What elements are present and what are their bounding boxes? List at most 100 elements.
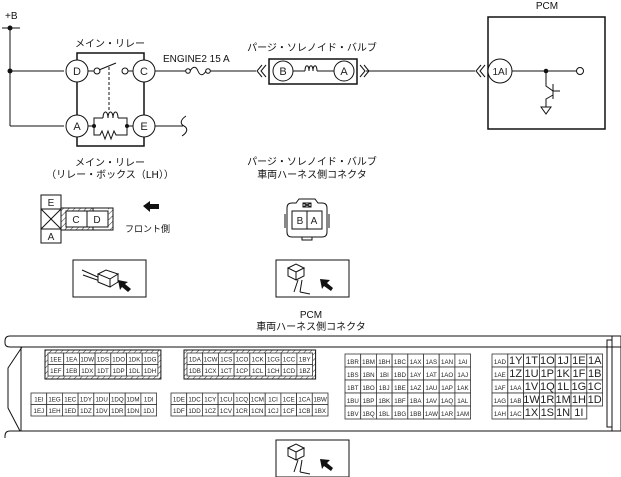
supply-label: +B	[5, 11, 18, 22]
pin-label: 1CA	[298, 397, 311, 404]
pin-label: 1CT	[220, 368, 232, 375]
pin-label: 1DX	[81, 368, 93, 375]
pin-label: 1CH	[267, 368, 279, 375]
pin-label: 1EB	[66, 368, 78, 375]
pin-label: 1DM	[127, 397, 140, 404]
pin-label: 1ED	[64, 408, 77, 415]
pin-cell	[140, 404, 157, 417]
connector-view-icon	[72, 259, 147, 298]
pin-label: 1BJ	[379, 385, 390, 392]
pin-label: 1AK	[457, 385, 470, 392]
pin-label: 1G	[572, 381, 587, 393]
pin-label: 1DO	[112, 357, 125, 364]
pin-label: 1C	[588, 381, 602, 393]
pin-label: 1N	[556, 407, 570, 419]
relay-conn-a: A	[48, 232, 55, 243]
pin-label: 1CM	[251, 397, 264, 404]
connector-view-icon	[275, 259, 350, 298]
pin-label: 1EC	[64, 397, 77, 404]
supply-node: +B	[2, 11, 64, 127]
pin-label: 1AT	[426, 372, 437, 379]
pin-label: 1AN	[441, 359, 453, 366]
main-relay-caption-2: （リレー・ボックス（LH））	[46, 169, 174, 181]
pin-label: 1DT	[97, 368, 109, 375]
pin-label: 1BC	[394, 359, 407, 366]
pin-label: 1U	[524, 368, 538, 380]
pin-label: 1DW	[80, 357, 94, 364]
pin-label: 1A	[588, 355, 602, 367]
pin-label: 1BE	[394, 385, 406, 392]
pin-label: 1S	[541, 407, 554, 419]
pin-label: 1DJ	[143, 408, 154, 415]
pin-label: 1CF	[283, 408, 295, 415]
pin-label: 1CB	[298, 408, 310, 415]
valve-conn-a: A	[311, 216, 318, 227]
pin-label: 1CI	[268, 397, 278, 404]
pin-label: 1DR	[111, 408, 124, 415]
purge-valve-caption-2: 車両ハーネス側コネクタ	[257, 168, 367, 181]
pcm-module: PCM 1AI	[475, 1, 606, 130]
pin-label: 1AR	[441, 411, 454, 418]
pin-label: 1DD	[188, 408, 201, 415]
connector-view-icon	[275, 439, 350, 477]
pin-label: 1BM	[362, 359, 375, 366]
pin-label: 1EE	[50, 357, 62, 364]
pin-label: 1R	[540, 394, 554, 406]
pin-label: 1CZ	[204, 408, 216, 415]
pin-label: 1DG	[144, 357, 157, 364]
pin-label: 1BU	[347, 398, 359, 405]
pin-label: 1AB	[510, 398, 522, 405]
pin-label: 1BO	[362, 385, 375, 392]
purge-valve-title: パージ・ソレノイド・バルブ	[247, 41, 377, 54]
pin-cell	[311, 404, 329, 417]
pin-label: 1AU	[425, 385, 437, 392]
pin-label: 1BK	[378, 398, 391, 405]
pin-label: 1M	[555, 394, 570, 406]
pin-label: 1AJ	[457, 372, 468, 379]
pin-cell	[296, 364, 313, 377]
pin-label: 1BD	[394, 372, 407, 379]
pcm-terminal-1ai: 1AI	[492, 67, 507, 78]
valve-terminal-b: B	[279, 66, 286, 78]
pin-label: 1AO	[441, 372, 454, 379]
pin-label: 1AI	[458, 359, 468, 366]
pin-label: 1BV	[347, 411, 360, 418]
pin-cell	[570, 405, 588, 420]
pin-label: 1W	[523, 394, 540, 406]
pin-label: 1K	[556, 368, 570, 380]
pin-cell	[586, 392, 603, 407]
pin-label: 1BS	[347, 372, 359, 379]
purge-solenoid-valve: パージ・ソレノイド・バルブ B A パージ・ソレノイド・バルブ 車両ハーネス側コ…	[247, 41, 475, 181]
fuse-label: ENGINE2 15 A	[163, 54, 230, 65]
pin-label: 1I	[574, 407, 583, 419]
relay-terminal-a: A	[73, 121, 81, 133]
pin-label: 1AS	[425, 359, 437, 366]
pin-label: 1EH	[49, 408, 61, 415]
pin-label: 1CY	[204, 397, 216, 404]
pin-label: 1EA	[66, 357, 79, 364]
pin-label: 1CK	[252, 357, 265, 364]
pin-label: 1D	[588, 394, 602, 406]
pin-label: 1CR	[235, 408, 248, 415]
pin-label: 1BN	[363, 372, 375, 379]
valve-conn-b: B	[297, 216, 304, 227]
pin-label: 1AY	[410, 372, 421, 379]
pin-label: 1AF	[494, 385, 506, 392]
pin-label: 1BF	[394, 398, 406, 405]
front-arrow-icon	[143, 201, 159, 212]
pin-label: 1EI	[34, 397, 44, 404]
pin-label: 1BT	[347, 385, 359, 392]
pin-cell	[454, 405, 471, 420]
front-side-label: フロント側	[125, 223, 170, 235]
valve-terminal-a: A	[340, 66, 348, 78]
pin-label: 1Z	[509, 368, 522, 380]
fuse-engine2: ENGINE2 15 A	[155, 54, 256, 76]
pin-label: 1H	[572, 394, 586, 406]
pin-label: 1O	[540, 355, 555, 367]
pin-label: 1BG	[394, 411, 407, 418]
pin-label: 1AP	[441, 385, 453, 392]
pin-label: 1BW	[313, 397, 327, 404]
pin-label: 1BL	[379, 411, 391, 418]
pin-label: 1J	[557, 355, 569, 367]
